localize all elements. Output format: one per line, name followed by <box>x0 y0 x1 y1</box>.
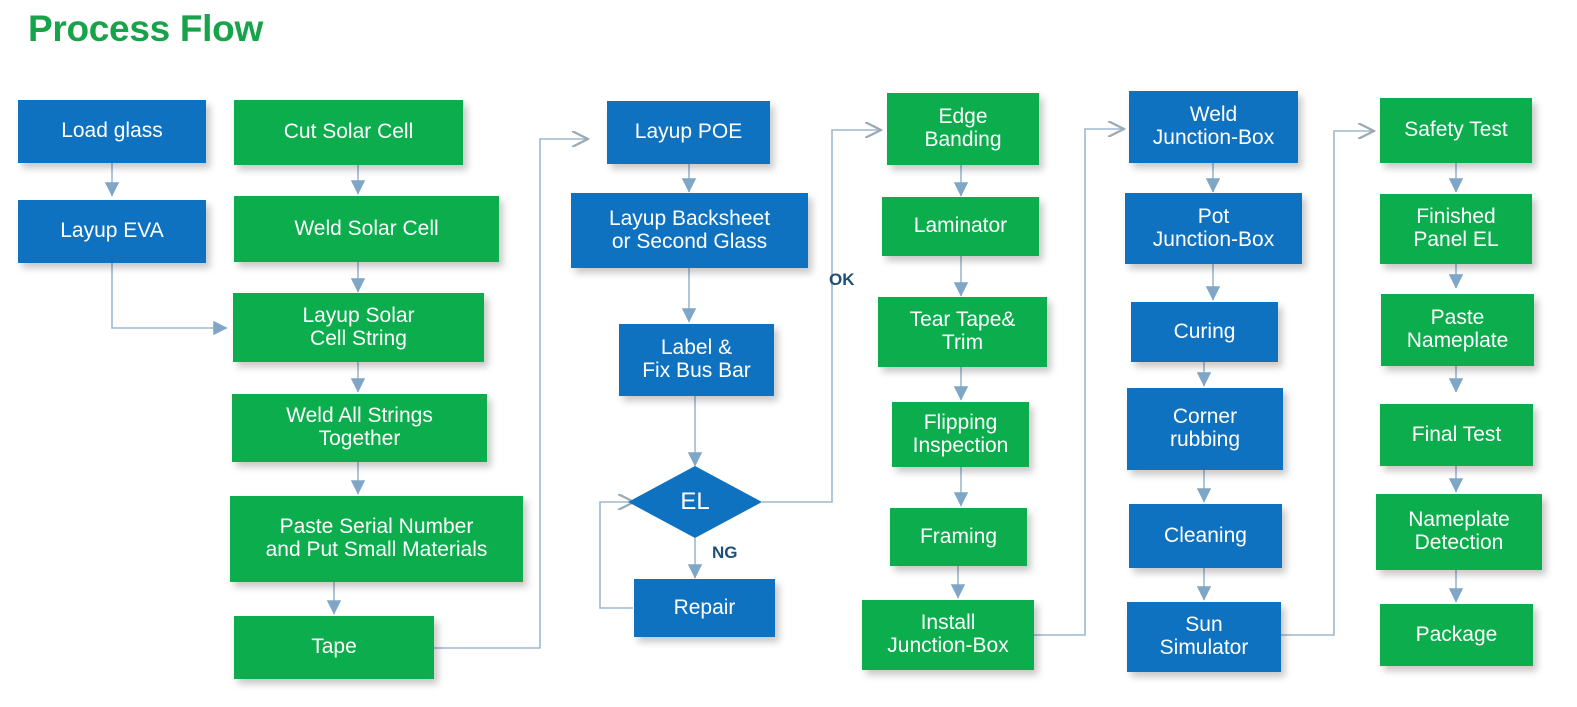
node-repair[interactable]: Repair <box>634 579 775 637</box>
node-cleaning[interactable]: Cleaning <box>1129 504 1282 568</box>
node-tape[interactable]: Tape <box>234 616 434 679</box>
page-title: Process Flow <box>28 8 263 49</box>
node-layup-eva[interactable]: Layup EVA <box>18 200 206 263</box>
node-label: Package <box>1415 622 1498 646</box>
edge-label-ok: OK <box>829 270 855 289</box>
node-layup-poe[interactable]: Layup POE <box>607 101 770 164</box>
node-tear-tape-trim[interactable]: Tear Tape&Trim <box>878 297 1047 367</box>
node-curing[interactable]: Curing <box>1131 302 1278 362</box>
edge-repair-el <box>599 502 634 609</box>
node-label: Cut Solar Cell <box>283 120 414 144</box>
node-label: Label &Fix Bus Bar <box>642 336 751 382</box>
edge-tape-layup-poe <box>434 139 588 649</box>
edge-sun-simulator-safety-test <box>1281 131 1374 636</box>
node-label: Laminator <box>913 214 1008 238</box>
node-final-test[interactable]: Final Test <box>1380 404 1533 466</box>
edge-layup-eva-layup-solar-cell-string <box>111 263 228 336</box>
node-label: Weld Solar Cell <box>294 216 439 240</box>
edge-label-ng: NG <box>712 543 738 562</box>
node-package[interactable]: Package <box>1380 604 1533 666</box>
node-label: Layup EVA <box>60 219 164 243</box>
node-label: Framing <box>919 524 998 548</box>
node-label: Layup POE <box>634 120 743 144</box>
node-laminator[interactable]: Laminator <box>882 197 1039 256</box>
node-framing[interactable]: Framing <box>890 508 1027 566</box>
node-load-glass[interactable]: Load glass <box>18 100 206 163</box>
node-label-fix-bus-bar[interactable]: Label &Fix Bus Bar <box>619 324 774 396</box>
edge-install-jbox-weld-jbox <box>1033 129 1124 636</box>
node-cut-solar-cell[interactable]: Cut Solar Cell <box>234 100 463 165</box>
node-label: Load glass <box>61 119 163 143</box>
node-safety-test[interactable]: Safety Test <box>1380 98 1532 163</box>
node-label: Final Test <box>1411 422 1502 446</box>
node-label: EL <box>680 488 710 515</box>
node-label: Tear Tape&Trim <box>909 308 1016 354</box>
node-label: Cleaning <box>1164 523 1247 547</box>
node-label: Tape <box>311 635 357 659</box>
node-label: Curing <box>1173 319 1236 343</box>
edge-el-edge-banding-ok <box>762 130 881 503</box>
node-weld-solar-cell[interactable]: Weld Solar Cell <box>234 196 499 262</box>
node-label: Repair <box>673 595 736 619</box>
node-label: Safety Test <box>1404 118 1508 142</box>
